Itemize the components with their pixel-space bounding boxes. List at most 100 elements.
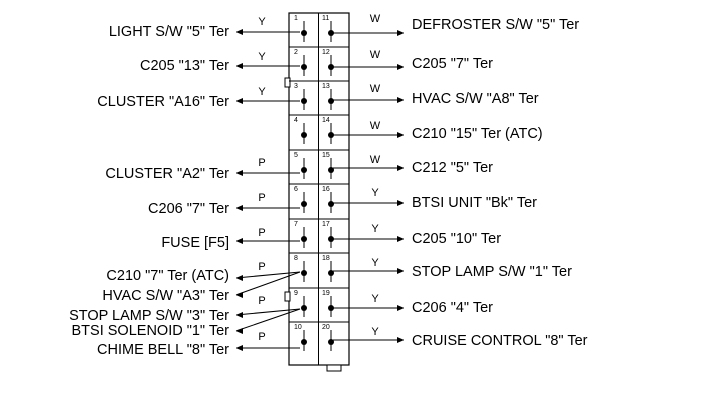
circuit-label: HVAC S/W "A3" Ter	[102, 288, 229, 304]
circuit-label: CRUISE CONTROL "8" Ter	[412, 333, 588, 349]
right-circuit: W DEFROSTER S/W "5" Ter	[333, 13, 579, 36]
circuit-label: C206 "4" Ter	[412, 300, 493, 316]
arrow-head	[236, 292, 243, 298]
arrow-head	[397, 236, 404, 242]
circuit-label: C205 "10" Ter	[412, 231, 501, 247]
arrow-head	[397, 268, 404, 274]
circuit-label: HVAC S/W "A8" Ter	[412, 91, 539, 107]
circuit-label: STOP LAMP S/W "3" Ter	[69, 308, 229, 324]
arrow-head	[236, 238, 243, 244]
left-circuit: FUSE [F5] P	[161, 227, 300, 251]
circuit-label: DEFROSTER S/W "5" Ter	[412, 17, 579, 33]
circuit-label: C212 "5" Ter	[412, 160, 493, 176]
right-circuit: Y C206 "4" Ter	[333, 293, 493, 316]
circuit-label: CLUSTER "A16" Ter	[97, 94, 229, 110]
pin-number-left: 1	[294, 15, 298, 22]
right-circuit: W C210 "15" Ter (ATC)	[333, 120, 543, 142]
pin-number-left: 4	[294, 117, 298, 124]
right-circuit: W C212 "5" Ter	[333, 154, 493, 176]
arrow-head	[397, 305, 404, 311]
arrow-head	[397, 64, 404, 70]
right-circuit: Y C205 "10" Ter	[333, 223, 501, 247]
left-circuit: BTSI SOLENOID "1" Ter	[72, 308, 301, 339]
arrow-head	[397, 97, 404, 103]
pin-number-left: 7	[294, 221, 298, 228]
pin-number-right: 18	[322, 255, 330, 262]
circuit-label: STOP LAMP S/W "1" Ter	[412, 264, 572, 280]
circuit-label: BTSI SOLENOID "1" Ter	[72, 323, 230, 339]
circuit-label: CHIME BELL "8" Ter	[97, 342, 229, 358]
pin-number-left: 9	[294, 290, 298, 297]
wire-color: Y	[371, 187, 379, 199]
connector-latch	[326, 364, 342, 372]
wire-color: W	[370, 13, 381, 25]
arrow-head	[397, 132, 404, 138]
pin-number-left: 6	[294, 186, 298, 193]
wire-color: P	[258, 227, 265, 239]
pin-number-right: 19	[322, 290, 330, 297]
wire-lead	[235, 308, 301, 332]
wire-color: Y	[258, 51, 266, 63]
pin-number-right: 16	[322, 186, 330, 193]
wire-color: Y	[371, 257, 379, 269]
arrow-head	[236, 205, 243, 211]
circuit-label: FUSE [F5]	[161, 235, 229, 251]
arrow-head	[236, 63, 243, 69]
wire-color: W	[370, 83, 381, 95]
wire-color: P	[258, 331, 265, 343]
left-circuit: LIGHT S/W "5" Ter Y	[109, 16, 300, 40]
pin-number-right: 12	[322, 49, 330, 56]
wire-color: Y	[258, 16, 266, 28]
arrow-head	[236, 345, 243, 351]
wire-color: Y	[371, 293, 379, 305]
arrow-head	[236, 328, 243, 334]
pin-number-right: 11	[322, 15, 329, 22]
circuit-label: C210 "7" Ter (ATC)	[106, 268, 229, 284]
right-circuit: W HVAC S/W "A8" Ter	[333, 83, 539, 107]
pin-number-left: 2	[294, 49, 298, 56]
pin-number-right: 13	[322, 83, 330, 90]
pin-number-left: 10	[294, 324, 302, 331]
wire-color: P	[258, 261, 265, 273]
wire-color: P	[258, 157, 265, 169]
left-circuit: HVAC S/W "A3" Ter	[102, 271, 301, 304]
wire-color: Y	[258, 86, 266, 98]
connector-key-tab	[284, 77, 291, 88]
wire-color: W	[370, 120, 381, 132]
circuit-label: C210 "15" Ter (ATC)	[412, 126, 543, 142]
connector-key-tab	[284, 291, 291, 302]
pin-number-right: 14	[322, 117, 330, 124]
pin-number-left: 3	[294, 83, 298, 90]
arrow-head	[397, 30, 404, 36]
circuit-label: C205 "7" Ter	[412, 56, 493, 72]
wire-lead	[235, 271, 301, 296]
circuit-label: CLUSTER "A2" Ter	[105, 166, 229, 182]
arrow-head	[236, 275, 243, 281]
wire-color: P	[258, 295, 265, 307]
wire-lead	[235, 308, 301, 316]
left-circuit: CLUSTER "A2" Ter P	[105, 157, 300, 182]
wire-lead	[235, 271, 301, 279]
arrow-head	[236, 312, 243, 318]
wire-color: Y	[371, 223, 379, 235]
pin-number-right: 15	[322, 152, 330, 159]
arrow-head	[236, 170, 243, 176]
circuit-label: LIGHT S/W "5" Ter	[109, 24, 229, 40]
left-circuit: STOP LAMP S/W "3" Ter P	[69, 295, 301, 324]
arrow-head	[397, 200, 404, 206]
arrow-head	[397, 165, 404, 171]
wire-color: P	[258, 192, 265, 204]
arrow-head	[397, 337, 404, 343]
arrow-head	[236, 29, 243, 35]
left-circuit: CHIME BELL "8" Ter P	[97, 331, 300, 358]
left-circuit: CLUSTER "A16" Ter Y	[97, 86, 300, 110]
wire-color: W	[370, 154, 381, 166]
